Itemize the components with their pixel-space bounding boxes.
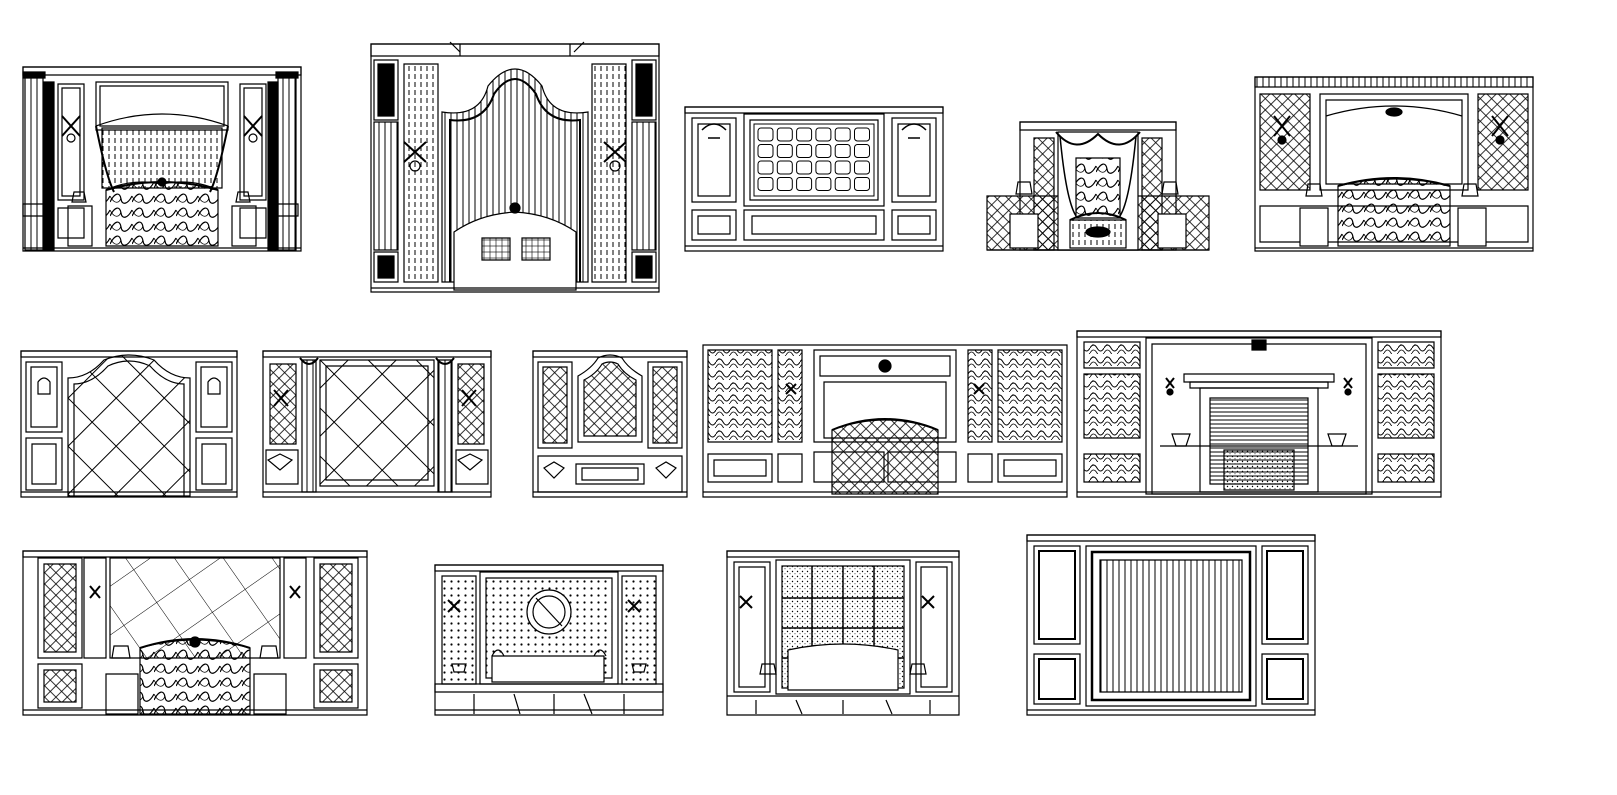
tuft-cell [855, 145, 870, 158]
elevation-damask-panels-bed [702, 344, 1068, 498]
elevation-cartouche-dotted [532, 350, 688, 498]
tuft-cell [797, 161, 812, 174]
tuft-cell [816, 161, 831, 174]
elevation-draped-bed-niche [986, 120, 1210, 252]
tuft-cell [777, 128, 792, 141]
elevation-fireplace [1076, 330, 1442, 498]
elevation-diamond-arched-panel [20, 350, 238, 498]
tuft-cell [777, 178, 792, 191]
elevation-tufted-grid-wall [684, 106, 944, 252]
tuft-cell [855, 128, 870, 141]
tuft-cell [758, 145, 773, 158]
tuft-cell [758, 178, 773, 191]
tuft-cell [797, 178, 812, 191]
elevation-striped-panel-frame [1026, 534, 1316, 716]
tuft-cell [835, 178, 850, 191]
tuft-cell [835, 145, 850, 158]
tuft-cell [816, 145, 831, 158]
elevation-canopy-bed-columns [22, 66, 302, 252]
tuft-cell [758, 128, 773, 141]
tuft-cell [797, 145, 812, 158]
tuft-cell [777, 161, 792, 174]
elevation-window-grid-wall [726, 550, 960, 716]
elevation-diagonal-tile-bed [22, 550, 368, 716]
elevation-lattice-panels-bed [1254, 76, 1534, 252]
tuft-cell [835, 128, 850, 141]
tuft-cell [855, 178, 870, 191]
tuft-cell [816, 178, 831, 191]
elevation-diamond-pilasters [262, 350, 492, 498]
tuft-cell [835, 161, 850, 174]
elevation-round-mirror-wall [434, 564, 664, 716]
tuft-cell [797, 128, 812, 141]
tuft-cell [855, 161, 870, 174]
tuft-cell [816, 128, 831, 141]
elevation-arched-stripe-wall [370, 42, 660, 294]
tuft-cell [777, 145, 792, 158]
tuft-cell [758, 161, 773, 174]
